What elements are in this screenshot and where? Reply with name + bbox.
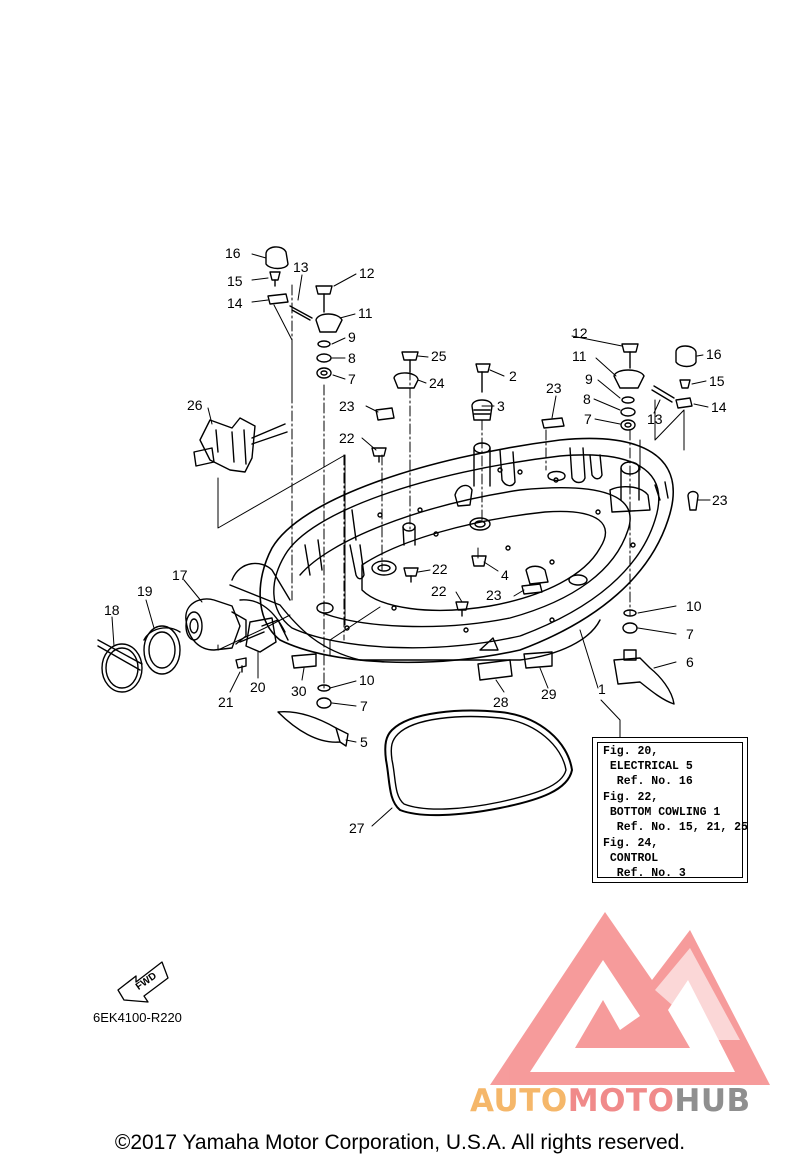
callout-12: 12 — [359, 265, 375, 281]
callout-28: 28 — [493, 694, 509, 710]
callout-12: 12 — [572, 325, 588, 341]
reference-line: Ref. No. 3 — [603, 867, 686, 880]
watermark-part-hub: HUB — [674, 1083, 751, 1119]
callout-27: 27 — [349, 820, 365, 836]
callout-13: 13 — [647, 411, 663, 427]
callout-29: 29 — [541, 686, 557, 702]
callout-25: 25 — [431, 348, 447, 364]
reference-box-inner — [597, 742, 743, 878]
fwd-label: FWD — [134, 971, 159, 993]
hardware-center — [371, 351, 699, 617]
callout-20: 20 — [250, 679, 266, 695]
callout-17: 17 — [172, 567, 188, 583]
callout-11: 11 — [572, 348, 587, 364]
watermark-part-moto: MOTO — [567, 1083, 675, 1119]
callout-3: 3 — [497, 398, 505, 414]
callout-labels: 16 15 14 13 12 11 9 8 7 25 24 2 3 12 11 … — [104, 245, 728, 993]
callout-4: 4 — [501, 567, 509, 583]
reference-line: Ref. No. 15, 21, 25 — [603, 821, 748, 834]
callout-22: 22 — [339, 430, 355, 446]
drawing-code: 6EK4100-R220 — [93, 1010, 182, 1025]
callout-7: 7 — [584, 411, 592, 427]
callout-8: 8 — [348, 350, 356, 366]
decals — [291, 651, 553, 681]
callout-9: 9 — [348, 329, 356, 345]
reference-line: BOTTOM COWLING 1 — [603, 806, 721, 819]
callout-1: 1 — [598, 681, 606, 697]
callout-22: 22 — [431, 583, 447, 599]
hardware-left — [265, 246, 343, 379]
hardware-right — [613, 343, 697, 431]
callout-8: 8 — [583, 391, 591, 407]
reference-line: Fig. 24, — [603, 837, 659, 850]
grommet-assembly — [97, 598, 289, 693]
gasket-27 — [384, 709, 573, 817]
callout-7: 7 — [686, 626, 694, 642]
callout-18: 18 — [104, 602, 120, 618]
watermark-text: AUTOMOTOHUB — [470, 1083, 751, 1119]
callout-13: 13 — [293, 259, 309, 275]
callout-22: 22 — [432, 561, 448, 577]
callout-21: 21 — [218, 694, 234, 710]
reference-line: Fig. 20, — [603, 745, 659, 758]
callout-23: 23 — [546, 380, 562, 396]
copyright-notice: ©2017 Yamaha Motor Corporation, U.S.A. A… — [114, 1131, 686, 1154]
callout-16: 16 — [706, 346, 722, 362]
callout-7: 7 — [348, 371, 356, 387]
callout-10: 10 — [359, 672, 375, 688]
callout-26: 26 — [187, 397, 203, 413]
leaders — [111, 253, 711, 827]
callout-23: 23 — [339, 398, 355, 414]
callout-23: 23 — [712, 492, 728, 508]
reference-line: Fig. 22, — [603, 791, 659, 804]
reference-line: CONTROL — [603, 852, 659, 865]
callout-7: 7 — [360, 698, 368, 714]
watermark-logo — [490, 912, 770, 1085]
callout-2: 2 — [509, 368, 517, 384]
callout-5: 5 — [360, 734, 368, 750]
callout-14: 14 — [227, 295, 243, 311]
callout-15: 15 — [227, 273, 243, 289]
callout-6: 6 — [686, 654, 694, 670]
callout-15: 15 — [709, 373, 725, 389]
callout-9: 9 — [585, 371, 593, 387]
callout-24: 24 — [429, 375, 445, 391]
handles — [277, 609, 675, 747]
center-lines — [291, 284, 631, 691]
callout-23: 23 — [486, 587, 502, 603]
callout-14: 14 — [711, 399, 727, 415]
reference-line: Ref. No. 16 — [603, 775, 693, 788]
callout-10: 10 — [686, 598, 702, 614]
callout-16: 16 — [225, 245, 241, 261]
bottom-cowling — [229, 437, 674, 664]
connector-lines — [217, 304, 685, 739]
callout-11: 11 — [358, 305, 373, 321]
bracket-26 — [193, 417, 288, 473]
callout-19: 19 — [137, 583, 153, 599]
watermark-part-auto: AUTO — [470, 1083, 568, 1119]
reference-box: Fig. 20, ELECTRICAL 5 Ref. No. 16 Fig. 2… — [592, 737, 748, 883]
reference-line: ELECTRICAL 5 — [603, 760, 693, 773]
callout-30: 30 — [291, 683, 307, 699]
fwd-arrow-icon — [117, 961, 169, 1003]
